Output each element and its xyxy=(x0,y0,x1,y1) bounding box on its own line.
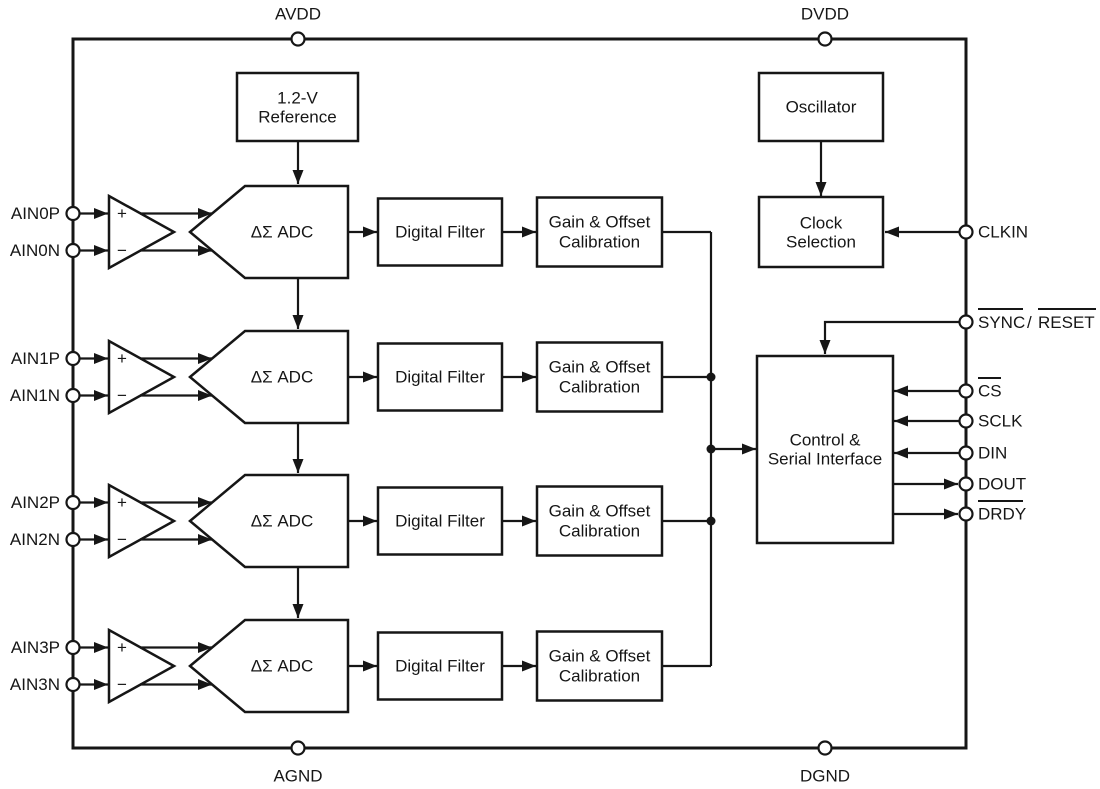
digital-filter-label: Digital Filter xyxy=(395,223,485,242)
pin-ain0p xyxy=(65,205,81,222)
amp-minus-sign: − xyxy=(117,675,127,694)
pin-ain2p xyxy=(65,494,81,511)
pin-label-sync-reset: SYNC/RESET xyxy=(978,313,1095,332)
pin-label-ain0n: AIN0N xyxy=(10,241,60,260)
amp-plus-sign: + xyxy=(117,349,127,368)
digital-filter-block xyxy=(376,197,504,267)
digital-filter-block xyxy=(376,631,504,701)
pin-label-ain1p: AIN1P xyxy=(11,349,60,368)
digital-filter-label: Digital Filter xyxy=(395,512,485,531)
pin-label-ain1n: AIN1N xyxy=(10,386,60,405)
amp-plus-sign: + xyxy=(117,638,127,657)
gain-offset-cal-block xyxy=(535,341,664,413)
cal-label-line1: Gain & Offset xyxy=(549,502,651,521)
control-label-line1: Control & xyxy=(790,431,862,450)
pin-label-din: DIN xyxy=(978,444,1007,463)
pin-ain1n xyxy=(65,387,81,404)
channel-row-1: + − ΔΣ ADC Digital Filter Gain & Offset … xyxy=(10,329,711,425)
pin-label-agnd: AGND xyxy=(273,767,322,786)
pin-label-dout: DOUT xyxy=(978,475,1026,494)
pin-label-ain0p: AIN0P xyxy=(11,204,60,223)
cal-label-line1: Gain & Offset xyxy=(549,358,651,377)
amp-plus-sign: + xyxy=(117,493,127,512)
amp-minus-sign: − xyxy=(117,386,127,405)
pin-label-drdy: DRDY xyxy=(978,505,1026,524)
reference-label-line1: 1.2-V xyxy=(277,89,318,108)
pin-ain3n xyxy=(65,676,81,693)
adc-label: ΔΣ ADC xyxy=(251,368,313,387)
junction-dot xyxy=(706,516,716,526)
clock-label-line1: Clock xyxy=(800,214,843,233)
amp-minus-sign: − xyxy=(117,530,127,549)
pin-dvdd xyxy=(817,31,833,47)
adc-label: ΔΣ ADC xyxy=(251,223,313,242)
oscillator-label: Oscillator xyxy=(786,98,857,117)
channel-row-2: + − ΔΣ ADC Digital Filter Gain & Offset … xyxy=(10,473,711,569)
cal-label-line2: Calibration xyxy=(559,233,640,252)
digital-filter-label: Digital Filter xyxy=(395,657,485,676)
digital-filter-block xyxy=(376,486,504,556)
digital-filter-label: Digital Filter xyxy=(395,368,485,387)
pin-label-avdd: AVDD xyxy=(275,5,321,24)
cal-label-line2: Calibration xyxy=(559,667,640,686)
pin-label-ain2n: AIN2N xyxy=(10,530,60,549)
gain-offset-cal-block xyxy=(535,485,664,557)
channel-row-0: + − ΔΣ ADC Digital Filter Gain & Offset … xyxy=(10,184,711,280)
cal-label-line1: Gain & Offset xyxy=(549,647,651,666)
amp-minus-sign: − xyxy=(117,241,127,260)
pin-label-dgnd: DGND xyxy=(800,767,850,786)
pin-drdy xyxy=(958,506,974,522)
pin-ain2n xyxy=(65,531,81,548)
adc-label: ΔΣ ADC xyxy=(251,657,313,676)
channel-rows: + − ΔΣ ADC Digital Filter Gain & Offset … xyxy=(10,184,711,714)
channel-row-3: + − ΔΣ ADC Digital Filter Gain & Offset … xyxy=(10,618,711,714)
cal-label-line1: Gain & Offset xyxy=(549,213,651,232)
pin-sclk xyxy=(958,413,974,429)
cal-label-line2: Calibration xyxy=(559,522,640,541)
pin-avdd xyxy=(290,31,306,47)
gain-offset-cal-block xyxy=(535,630,664,702)
adc-label: ΔΣ ADC xyxy=(251,512,313,531)
pin-ain3p xyxy=(65,639,81,656)
voltage-reference-block xyxy=(235,71,360,143)
pin-ain0n xyxy=(65,242,81,259)
pin-label-ain3n: AIN3N xyxy=(10,675,60,694)
pin-agnd xyxy=(290,740,306,756)
pin-sync-reset xyxy=(958,314,974,330)
pin-ain1p xyxy=(65,350,81,367)
pin-clkin xyxy=(958,224,974,240)
cal-label-line2: Calibration xyxy=(559,378,640,397)
clock-selection-block xyxy=(757,195,885,269)
junction-dot xyxy=(706,372,716,382)
pin-label-ain3p: AIN3P xyxy=(11,638,60,657)
pin-din xyxy=(958,445,974,461)
sync-reset-wire xyxy=(819,320,959,354)
pin-label-sclk: SCLK xyxy=(978,412,1023,431)
gain-offset-cal-block xyxy=(535,196,664,268)
pin-dout xyxy=(958,476,974,492)
clock-label-line2: Selection xyxy=(786,233,856,252)
control-label-line2: Serial Interface xyxy=(768,450,882,469)
amp-plus-sign: + xyxy=(117,204,127,223)
pin-label-dvdd: DVDD xyxy=(801,5,849,24)
pin-label-cs: CS xyxy=(978,382,1002,401)
control-serial-interface-block xyxy=(755,354,895,545)
pin-label-ain2p: AIN2P xyxy=(11,493,60,512)
reference-label-line2: Reference xyxy=(258,108,336,127)
pin-label-clkin: CLKIN xyxy=(978,223,1028,242)
pin-cs xyxy=(958,383,974,399)
pin-dgnd xyxy=(817,740,833,756)
oscillator-block xyxy=(757,71,885,143)
